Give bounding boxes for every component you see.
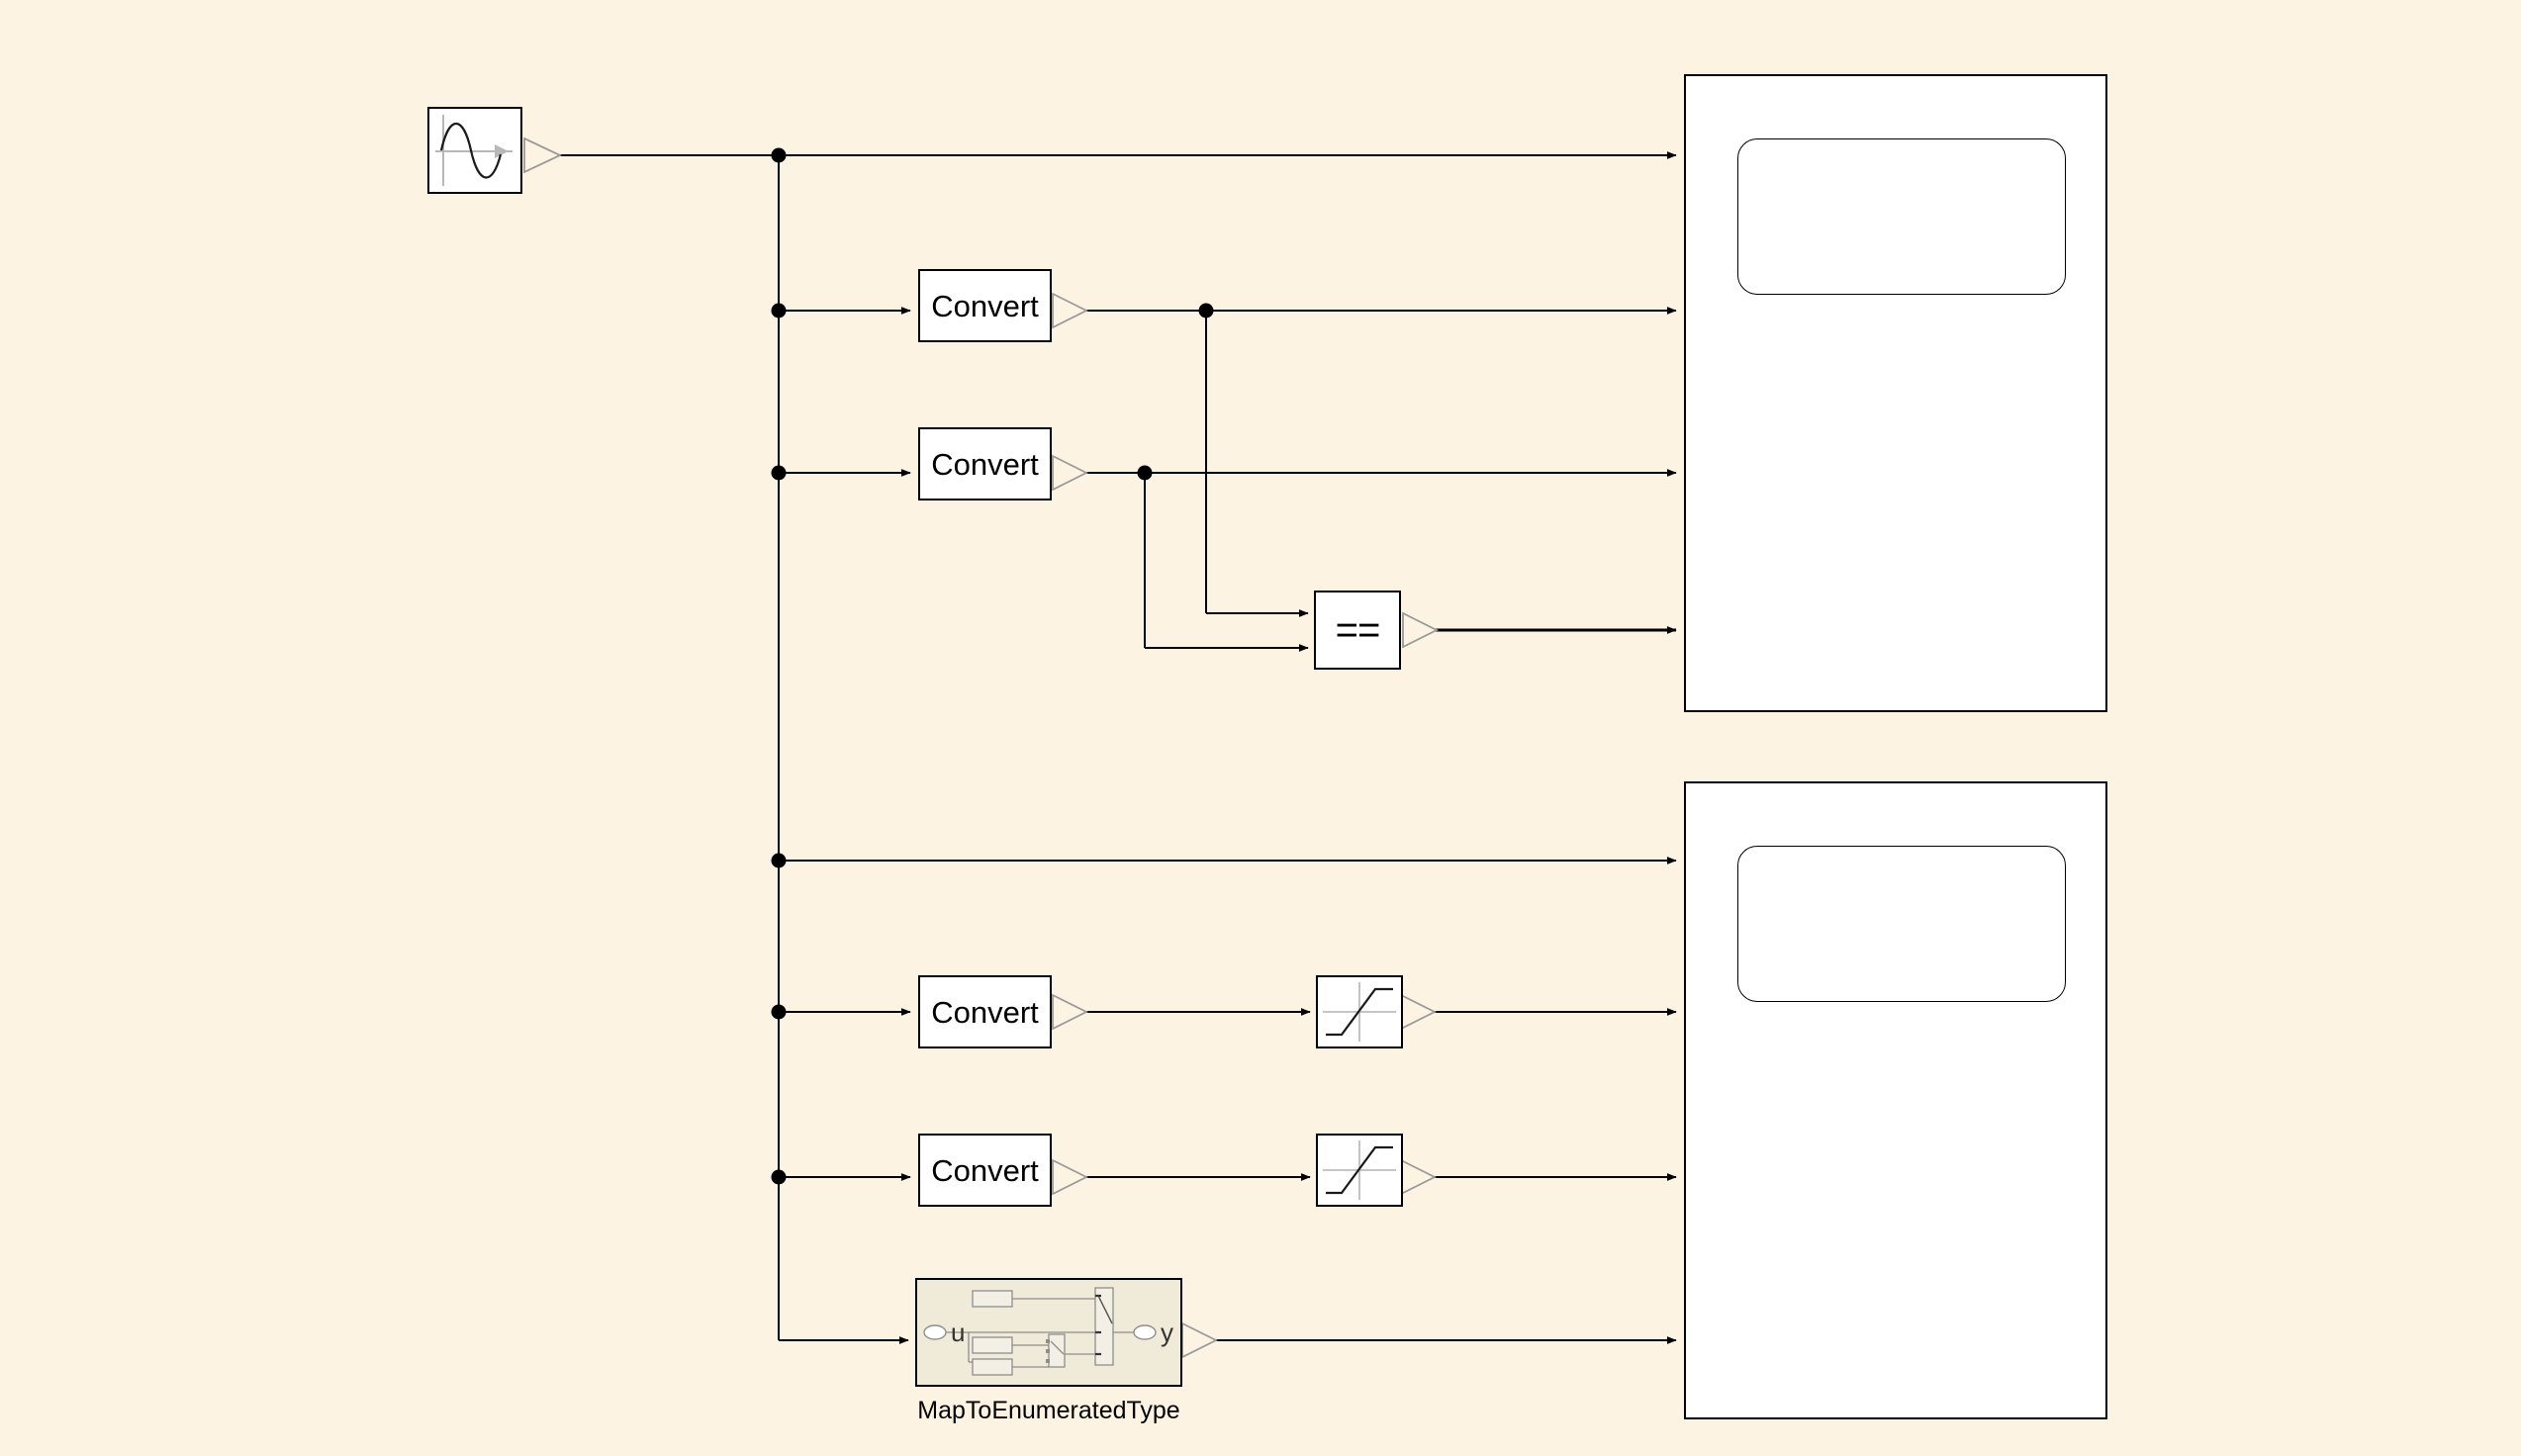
saturation-block-1[interactable] — [1316, 975, 1403, 1048]
junction-dot — [1198, 303, 1214, 318]
scope-block-bottom[interactable] — [1684, 781, 2107, 1419]
output-port-triangle — [1052, 454, 1089, 492]
scope-top-screen — [1737, 138, 2066, 295]
output-port-triangle — [1400, 1158, 1438, 1196]
output-port-triangle — [1052, 292, 1089, 329]
convert-block-2[interactable]: Convert — [918, 427, 1052, 500]
subsystem-input-port-label: u — [951, 1318, 966, 1347]
output-port-triangle — [1402, 611, 1440, 649]
convert-block-1-label: Convert — [931, 288, 1039, 323]
relational-operator-label: == — [1335, 608, 1381, 652]
convert-block-4[interactable]: Convert — [918, 1134, 1052, 1207]
map-to-enumerated-type-subsystem[interactable]: u y — [915, 1278, 1182, 1387]
convert-block-3-label: Convert — [931, 994, 1039, 1030]
subsystem-output-port-label: y — [1161, 1318, 1173, 1347]
sine-wave-icon — [435, 115, 513, 186]
relational-operator-block[interactable]: == — [1314, 591, 1401, 670]
scope-block-top[interactable] — [1684, 74, 2107, 712]
output-port-triangle — [1181, 1321, 1219, 1359]
map-to-enumerated-type-caption: MapToEnumeratedType — [917, 1397, 1180, 1424]
output-port-triangle — [1400, 993, 1438, 1031]
junction-dot — [771, 1004, 787, 1020]
subsystem-thumbnail-icon — [923, 1287, 1157, 1376]
saturation-icon — [1323, 1140, 1396, 1200]
saturation-icon — [1323, 982, 1396, 1042]
output-port-triangle — [1052, 993, 1089, 1031]
convert-block-3[interactable]: Convert — [918, 975, 1052, 1048]
junction-dot — [771, 1169, 787, 1185]
convert-block-4-label: Convert — [931, 1152, 1039, 1188]
output-port-triangle — [1052, 1158, 1089, 1196]
junction-dot — [1137, 465, 1153, 481]
junction-dot — [771, 147, 787, 163]
junction-dot — [771, 853, 787, 868]
output-port-triangle — [523, 136, 563, 174]
convert-block-1[interactable]: Convert — [918, 269, 1052, 342]
scope-bottom-screen — [1737, 846, 2066, 1002]
saturation-block-2[interactable] — [1316, 1134, 1403, 1207]
junction-dot — [771, 465, 787, 481]
junction-dot — [771, 303, 787, 318]
sine-wave-source[interactable] — [427, 107, 522, 194]
convert-block-2-label: Convert — [931, 446, 1039, 482]
